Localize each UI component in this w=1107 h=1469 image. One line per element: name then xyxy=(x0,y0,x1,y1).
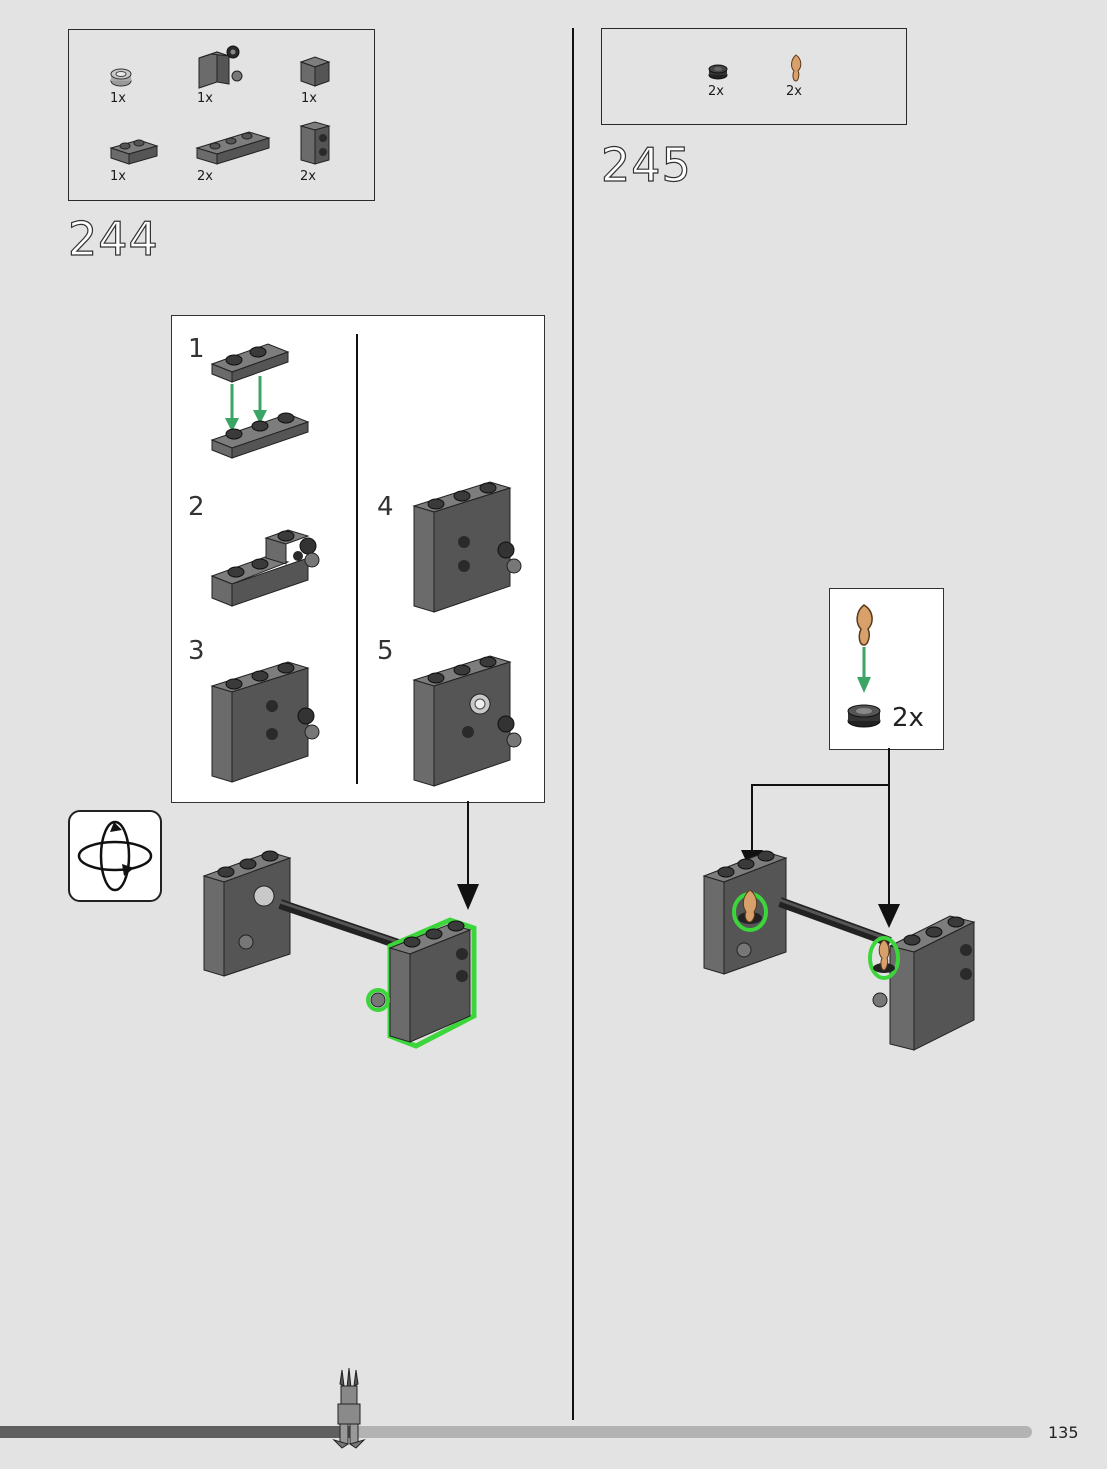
part-qty: 2x xyxy=(300,169,316,184)
rotate-model-icon xyxy=(68,810,162,902)
substep-4-illustration xyxy=(410,476,530,616)
part-qty: 1x xyxy=(110,91,126,106)
part-qty: 1x xyxy=(301,91,317,106)
model-step-245 xyxy=(700,830,990,1060)
step-number: 244 xyxy=(68,212,159,266)
substep-number: 4 xyxy=(377,492,394,522)
part-qty: 1x xyxy=(110,169,126,184)
substep-3-illustration xyxy=(208,656,338,786)
substep-number: 1 xyxy=(188,334,205,364)
green-arrow-icon xyxy=(856,647,872,695)
parts-list-step-244: 1x 1x 1x 1x 2x xyxy=(68,29,375,201)
page-number: 135 xyxy=(1048,1423,1079,1442)
part-qty: 2x xyxy=(197,169,213,184)
flame-icon xyxy=(852,603,876,647)
substep-number: 3 xyxy=(188,636,205,666)
sub-assembly-panel: 1 2 3 4 5 xyxy=(171,315,545,803)
bracket-clip-icon xyxy=(195,44,245,88)
substep-number: 5 xyxy=(377,636,394,666)
minifigure-marker-icon xyxy=(328,1368,370,1450)
substep-number: 2 xyxy=(188,492,205,522)
callout-panel: 2x xyxy=(829,588,944,750)
substep-5-illustration xyxy=(410,650,530,790)
step-number: 245 xyxy=(601,138,692,192)
brick-1x1-icon xyxy=(299,52,333,88)
part-qty: 2x xyxy=(708,84,724,99)
sub-panel-divider xyxy=(356,334,358,784)
flame-icon xyxy=(788,53,804,83)
parts-list-step-245: 2x 2x xyxy=(601,28,907,125)
column-divider xyxy=(572,28,574,1420)
substep-1-illustration xyxy=(208,334,328,464)
progress-fill xyxy=(0,1426,350,1438)
part-qty: 1x xyxy=(197,91,213,106)
brick-side-studs-icon xyxy=(297,118,335,168)
callout-connector xyxy=(751,784,889,786)
substep-2-illustration xyxy=(208,516,338,616)
part-qty: 2x xyxy=(786,84,802,99)
round-plate-icon xyxy=(109,66,133,88)
plate-1x3-icon xyxy=(195,128,271,168)
callout-qty: 2x xyxy=(892,703,924,733)
plate-1x2-icon xyxy=(109,134,159,168)
round-plate-black-icon xyxy=(846,699,882,731)
model-step-244 xyxy=(200,830,500,1060)
round-plate-black-icon xyxy=(708,61,728,81)
